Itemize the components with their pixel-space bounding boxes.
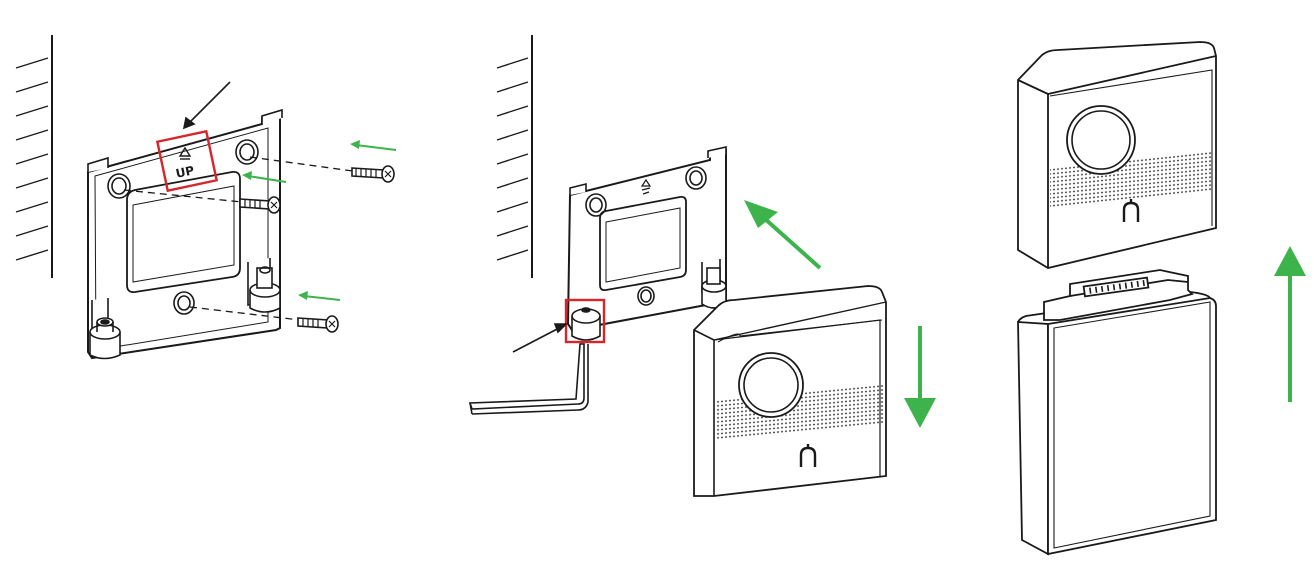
mount-hole — [107, 173, 131, 199]
green-insert-up-arrow — [1274, 246, 1306, 402]
screw — [239, 196, 281, 214]
mount-hole — [173, 291, 195, 315]
post-highlight-box — [564, 298, 606, 344]
up-marking: UP — [174, 146, 196, 181]
wall-hatching — [496, 57, 529, 261]
green-lift-arrow — [744, 200, 822, 270]
screw — [297, 315, 339, 333]
screw-guide-lines — [123, 156, 361, 321]
battery-pack — [1017, 269, 1217, 556]
screw-post — [89, 317, 121, 360]
up-highlight-box — [155, 129, 219, 193]
bell-button-icon — [1122, 199, 1140, 222]
screw — [351, 165, 395, 183]
up-label: UP — [174, 163, 195, 181]
bell-button-icon — [799, 444, 817, 467]
screw-post — [571, 307, 601, 341]
screw-post — [249, 266, 281, 313]
green-insert-arrows — [242, 140, 397, 301]
panel-step-3 — [1017, 41, 1306, 556]
plate-cutout — [126, 170, 241, 294]
wall-hatching — [15, 57, 49, 261]
panel-step-1: UP — [15, 35, 397, 360]
doorbell-unit — [1017, 41, 1217, 269]
hex-key — [468, 343, 589, 415]
green-slide-down-arrow — [904, 326, 936, 428]
pointer-arrow — [512, 323, 568, 353]
doorbell-unit — [693, 285, 887, 497]
mount-hole — [235, 139, 259, 165]
pointer-arrow — [182, 81, 231, 130]
screw-post — [701, 267, 727, 309]
panel-step-2 — [468, 35, 936, 497]
